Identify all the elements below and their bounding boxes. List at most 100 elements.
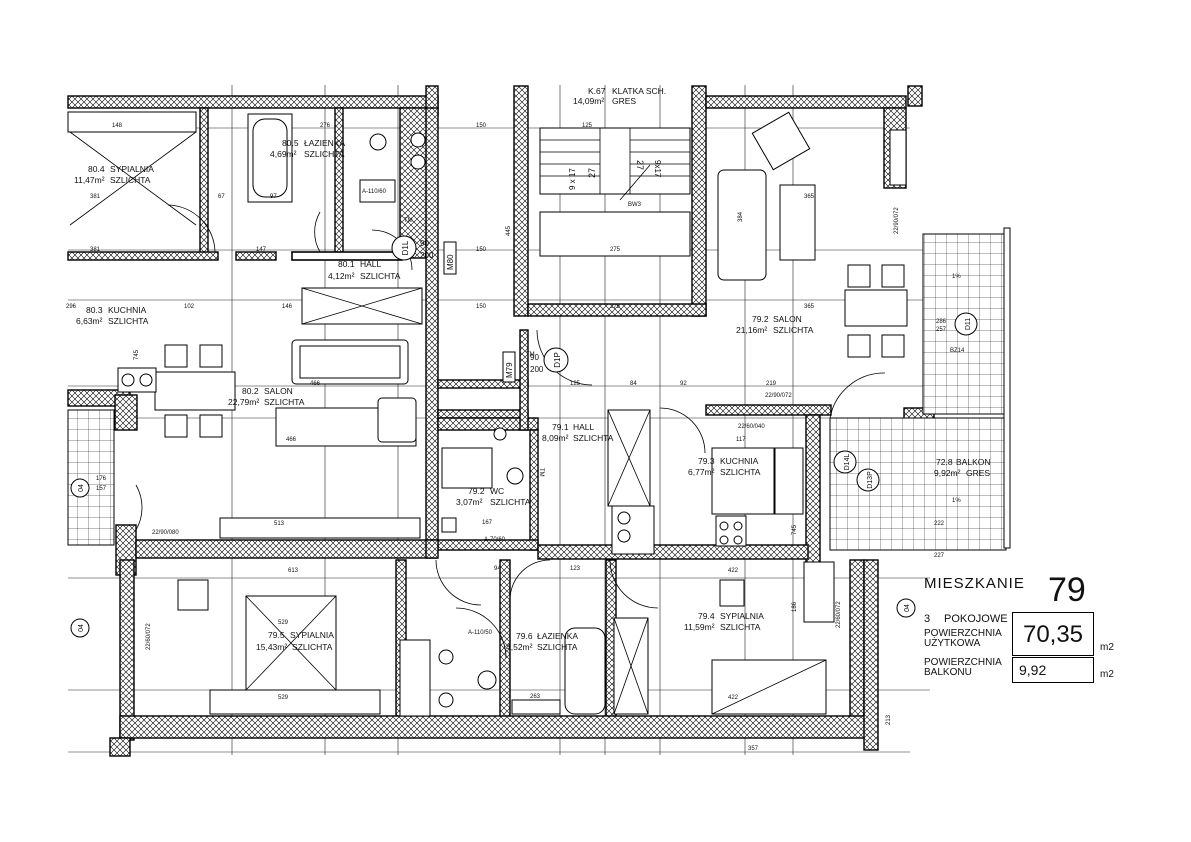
balcony-area-label: POWIERZCHNIA BALKONU [924, 658, 1002, 678]
room-area: 11,47m² [74, 175, 105, 185]
walls [67, 85, 935, 757]
room-area: 3,07m² [456, 497, 483, 507]
room-id: 80.2 [242, 386, 259, 396]
room-area: 4,12m² [328, 271, 355, 281]
dim-label: 67 [218, 194, 225, 200]
element-a110-60: A-110/60 [362, 189, 387, 195]
room-floor: SZLICHTA [108, 316, 149, 326]
dim-label: 167 [482, 520, 493, 526]
axis-tag-2: 04 [78, 624, 85, 632]
room-name: ŁAZIENKA [537, 631, 578, 641]
room-72-8: 72.8 BALKON 9,92m² GRES [934, 457, 991, 478]
usable-area-label-line-1: POWIERZCHNIA [924, 628, 1002, 639]
room-area: 14,09m² [573, 96, 604, 106]
room-area: 9,92m² [934, 468, 961, 478]
room-80-2: 80.2 SALON 22,79m² SZLICHTA [228, 386, 305, 407]
room-floor: SZLICHTA [537, 642, 578, 652]
dim-label: 97 [270, 194, 277, 200]
balcony-area-value: 9,92 [1012, 657, 1094, 683]
room-name: SALON [264, 386, 293, 396]
door-width-1: 90 [420, 239, 429, 248]
element-labels: 22/90/072 22/90/080 22/60/040 22/90/072 … [146, 189, 965, 650]
dim-label: 445 [506, 225, 512, 236]
room-floor: SZLICHTA [292, 642, 333, 652]
room-id: 79.2 [752, 314, 769, 324]
room-id: 79.1 [552, 422, 569, 432]
room-79-2-wc: 79.2 WC 3,07m² SZLICHTA [456, 486, 531, 507]
dim-label: 150 [476, 304, 487, 310]
dim-label: 466 [310, 381, 321, 387]
dim-label: 529 [278, 695, 289, 701]
room-79-4: 79.4 SYPIALNIA 11,59m² SZLICHTA [684, 611, 764, 632]
door-m80: M80 [446, 254, 455, 270]
stairs-label-1: 9 x 17 [568, 168, 577, 190]
dim-label: 186 [792, 601, 798, 612]
room-name: SYPIALNIA [110, 164, 154, 174]
stairs-label-3: 9x17 [653, 160, 662, 178]
balcony-area-label-line-2: BALKONU [924, 667, 972, 678]
slope-2: 1% [952, 498, 961, 504]
room-area: 22,79m² [228, 397, 259, 407]
axis-tag-1: 04 [78, 484, 85, 492]
room-floor: GRES [612, 96, 636, 106]
furniture [67, 111, 908, 717]
room-80-5: 80.5 ŁAZIENKA 4,69m² SZLICHTA [270, 138, 345, 159]
room-area: 4,52m² [506, 642, 533, 652]
room-80-1: 80.1 HALL 4,12m² SZLICHTA [328, 259, 401, 281]
room-name: HALL [573, 422, 595, 432]
dim-label: 84 [630, 381, 637, 387]
dim-label: 94 [494, 566, 501, 572]
stairs-label-4: 27 [635, 160, 645, 170]
dim-label: 148 [112, 123, 123, 129]
dim-label: 257 [936, 327, 947, 333]
room-area: 6,63m² [76, 316, 103, 326]
room-area: 8,09m² [542, 433, 569, 443]
door-tag-d14l: D14L [844, 454, 851, 471]
door-height-1: 200 [420, 251, 434, 260]
balcony-area-unit: m2 [1100, 669, 1114, 680]
dim-label: 125 [582, 123, 593, 129]
element-bz14: BZ14 [950, 348, 965, 354]
room-79-2-salon: 79.2 SALON 21,16m² SZLICHTA [736, 314, 814, 335]
room-id: 79.3 [698, 456, 715, 466]
bw3-label: BW3 [628, 202, 642, 208]
dim-label: 146 [282, 304, 293, 310]
room-labels: 80.4 SYPIALNIA 11,47m² SZLICHTA 80.5 ŁAZ… [74, 86, 991, 652]
room-id: 80.5 [282, 138, 299, 148]
dim-label: 150 [476, 247, 487, 253]
room-area: 11,59m² [684, 622, 715, 632]
room-id: 72.8 [936, 457, 953, 467]
apartment-summary: MIESZKANIE 79 3 POKOJOWE POWIERZCHNIA UŻ… [904, 565, 1134, 685]
element-tm-1: TM [404, 218, 413, 224]
dim-label: 150 [476, 123, 487, 129]
room-floor: SZLICHTA [490, 497, 531, 507]
room-id: 80.1 [338, 259, 355, 269]
room-floor: GRES [966, 468, 990, 478]
window-label-balcony: 22/90/072 [765, 393, 792, 399]
room-floor: SZLICHTA [304, 149, 345, 159]
room-80-4: 80.4 SYPIALNIA 11,47m² SZLICHTA [74, 164, 154, 185]
dim-label: 513 [274, 521, 285, 527]
apartment-number: 79 [1048, 571, 1086, 609]
dim-label: 381 [90, 194, 101, 200]
staircase: 9 x 17 27 9x17 27 BW3 [539, 127, 691, 257]
element-a110-50: A-110/50 [468, 630, 493, 636]
dim-label: 125 [570, 381, 581, 387]
room-name: WC [490, 486, 504, 496]
room-79-6: 79.6 ŁAZIENKA 4,52m² SZLICHTA [506, 631, 578, 652]
dim-label: 147 [256, 247, 267, 253]
room-name: KLATKA SCH. [612, 86, 666, 96]
dim-label: 381 [90, 247, 101, 253]
room-id: 79.4 [698, 611, 715, 621]
apartment-title: MIESZKANIE [924, 575, 1025, 592]
balcony-area-label-line-1: POWIERZCHNIA [924, 657, 1002, 668]
dim-label: 613 [288, 568, 299, 574]
room-floor: SZLICHTA [773, 325, 814, 335]
usable-area-label-line-2: UŻYTKOWA [924, 638, 981, 649]
window-label-kitchen: 22/60/040 [738, 424, 765, 430]
usable-area-value: 70,35 [1012, 612, 1094, 656]
axis-tag-3: 04 [904, 604, 911, 612]
door-m79: M79 [505, 362, 514, 378]
room-name: SYPIALNIA [720, 611, 764, 621]
room-79-1: 79.1 HALL 8,09m² SZLICHTA [542, 422, 614, 443]
